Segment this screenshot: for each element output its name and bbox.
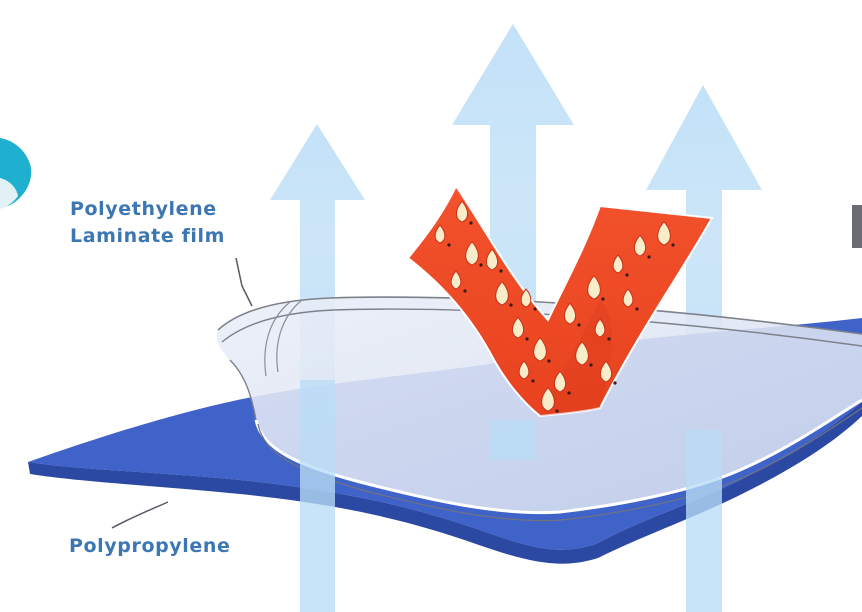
pore-dot [499, 269, 502, 272]
pore-dot [463, 289, 466, 292]
polyethylene-label-line-1: Polyethylene [70, 196, 225, 223]
pore-dot [531, 379, 534, 382]
pore-dot [547, 359, 550, 362]
polyethylene-label-line-2: Laminate film [70, 223, 225, 250]
pore-dot [671, 243, 674, 246]
pore-dot [533, 307, 536, 310]
cropped-right-mark [852, 205, 862, 248]
pore-dot [613, 381, 616, 384]
pore-dot [479, 263, 482, 266]
airflow-arrow-icon [490, 420, 536, 460]
pore-dot [625, 273, 628, 276]
polypropylene-pointer-line [112, 502, 168, 528]
pore-dot [577, 323, 580, 326]
pore-dot [525, 337, 528, 340]
pore-dot [469, 221, 472, 224]
airflow-arrow-icon [686, 430, 722, 612]
polyethylene-film-label: Polyethylene Laminate film [70, 196, 225, 250]
pore-dot [601, 297, 604, 300]
polyethylene-pointer-line [236, 258, 252, 306]
pore-dot [647, 255, 650, 258]
polypropylene-label: Polypropylene [69, 533, 231, 560]
cyan-decoration-icon [0, 138, 31, 209]
pore-dot [567, 391, 570, 394]
pore-dot [635, 307, 638, 310]
pore-dot [607, 337, 610, 340]
pore-dot [555, 409, 558, 412]
pore-dot [509, 303, 512, 306]
airflow-arrow-icon [300, 380, 335, 612]
pore-dot [589, 363, 592, 366]
pore-dot [447, 243, 450, 246]
